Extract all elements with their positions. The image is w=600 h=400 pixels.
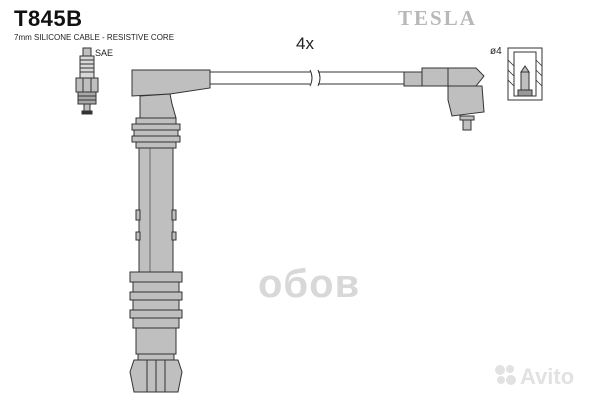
avito-logo-icon [495, 365, 516, 385]
cable-spec: 7mm SILICONE CABLE - RESISTIVE CORE [14, 33, 175, 42]
distributor-boot [403, 67, 485, 131]
avito-watermark: Avito [520, 364, 575, 389]
spark-plug-icon [75, 47, 99, 115]
terminal-section-icon [507, 47, 543, 101]
seller-watermark: oбoв [258, 262, 361, 306]
ignition-cable [210, 69, 422, 87]
part-number: T845B [14, 6, 83, 31]
quantity-label: 4x [296, 34, 314, 53]
brand-logo: TESLA [398, 6, 477, 30]
spark-plug-boot [129, 69, 211, 393]
diameter-label: ø4 [490, 46, 502, 57]
terminal-type-label: SAE [95, 48, 114, 58]
